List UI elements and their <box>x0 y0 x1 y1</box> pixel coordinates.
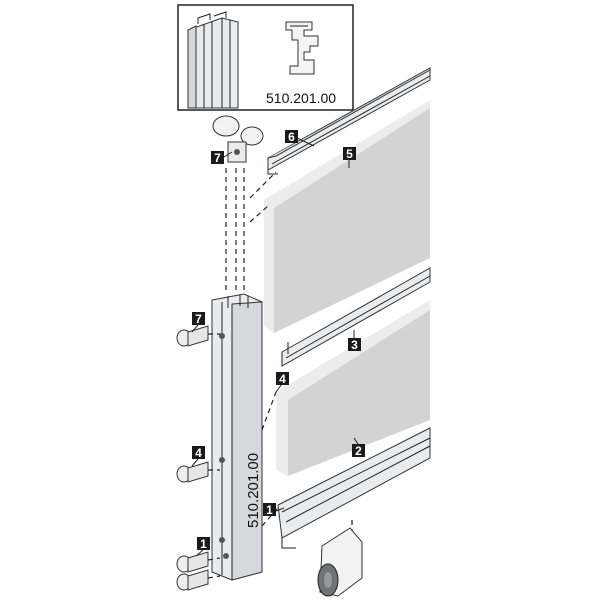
top-rail-profile <box>267 67 431 175</box>
svg-text:7: 7 <box>214 151 221 165</box>
callout-6: 6 <box>285 130 315 147</box>
svg-text:5: 5 <box>346 147 353 161</box>
svg-text:2: 2 <box>355 444 362 458</box>
callout-1-rail: 1 <box>263 503 285 517</box>
callout-2: 2 <box>352 437 365 458</box>
svg-text:6: 6 <box>288 130 295 144</box>
top-roller-guide <box>212 115 264 163</box>
vertical-stile-profile <box>211 293 263 581</box>
stile-code-label: 510.201.00 <box>245 453 262 528</box>
callout-7-roller: 7 <box>211 151 233 165</box>
svg-text:4: 4 <box>195 446 202 460</box>
svg-text:7: 7 <box>195 312 202 326</box>
callout-4-screw: 4 <box>191 446 205 467</box>
assembly-guide-lines <box>207 168 279 579</box>
screw-1a <box>176 551 209 573</box>
svg-text:4: 4 <box>279 372 286 386</box>
inset-code-label: 510.201.00 <box>266 90 336 106</box>
profile-3d-drawing <box>187 11 239 109</box>
profile-cross-section <box>285 21 319 75</box>
svg-text:1: 1 <box>266 503 273 517</box>
screw-7 <box>176 325 209 347</box>
bottom-rail-profile <box>277 427 431 549</box>
bottom-wheel-carriage <box>317 520 363 597</box>
svg-text:1: 1 <box>200 537 207 551</box>
middle-rail-profile <box>281 267 431 367</box>
callout-1-screw: 1 <box>195 537 210 557</box>
callout-4-panel: 4 <box>275 372 289 393</box>
callout-7-screw: 7 <box>191 312 205 333</box>
screw-1b <box>176 569 209 591</box>
callout-3: 3 <box>348 330 361 352</box>
profile-detail-inset: 510.201.00 <box>177 4 354 111</box>
callout-5: 5 <box>343 147 356 168</box>
svg-text:3: 3 <box>351 338 358 352</box>
screw-4 <box>176 461 209 483</box>
